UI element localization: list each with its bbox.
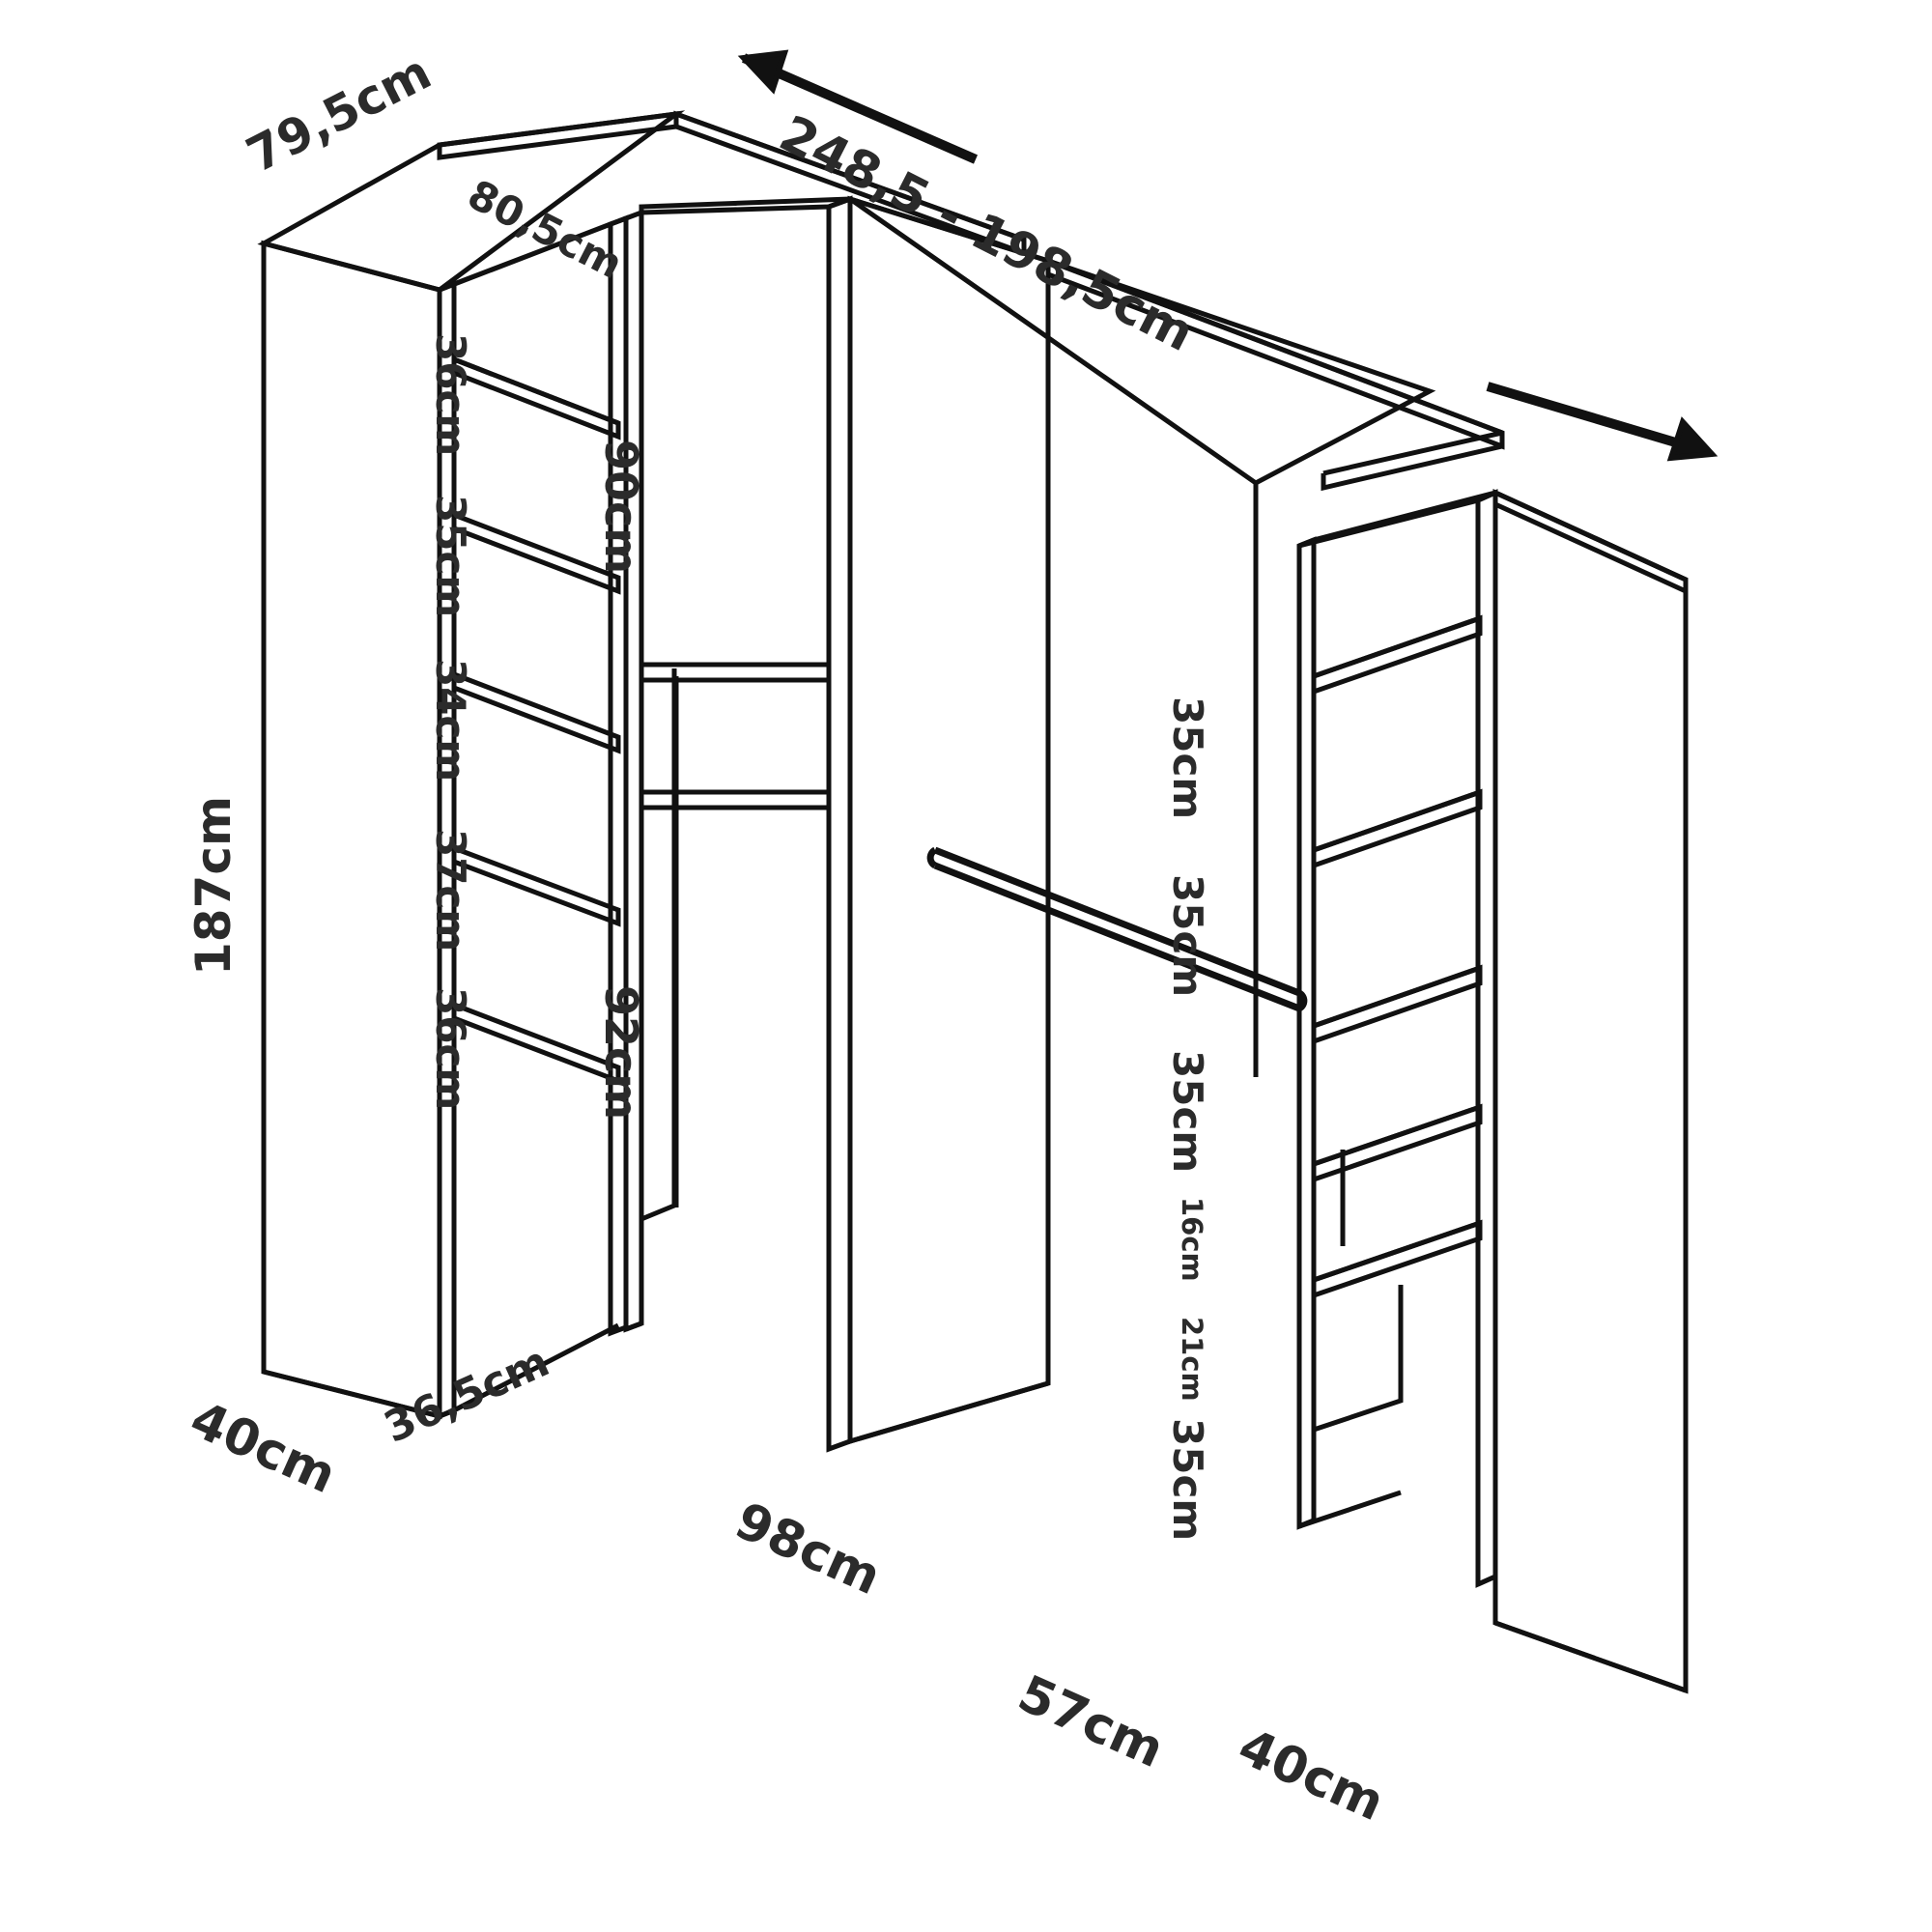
dim-label-left-shelf-5: 36cm: [427, 987, 474, 1111]
right-shelf-column: [1296, 489, 1498, 1588]
dim-label-right-shelf-4: 16cm: [1176, 1197, 1208, 1282]
dim-label-right-shelf-3: 35cm: [1164, 1050, 1211, 1174]
dim-label-height-187: 187cm: [185, 795, 242, 976]
dim-label-left-shelf-2: 35cm: [427, 495, 474, 618]
dim-label-left-shelf-3: 34cm: [427, 659, 474, 782]
expansion-arrow-left: [737, 49, 979, 164]
dim-label-center-upper-90: 90cm: [595, 440, 647, 575]
dim-label-left-shelf-1: 36cm: [427, 333, 474, 457]
dim-label-left-shelf-4: 37cm: [427, 829, 474, 952]
hanging-rail: [926, 846, 1308, 1012]
base-edges: [263, 1321, 1687, 1693]
left-cabinet-top-board: [437, 111, 679, 160]
left-inner-bay: [623, 110, 1027, 1453]
dim-label-right-shelf-1: 35cm: [1164, 696, 1211, 820]
upper-span-board: [1045, 257, 1505, 492]
dim-label-right-shelf-5: 21cm: [1176, 1317, 1208, 1402]
right-lower-panel: [1298, 1490, 1402, 1529]
expansion-arrow-right: [1486, 382, 1719, 462]
dim-label-right-shelf-2: 35cm: [1164, 874, 1211, 998]
dim-label-right-shelf-6: 35cm: [1164, 1418, 1211, 1542]
dim-label-center-lower-92: 92cm: [595, 985, 647, 1121]
right-cabinet-outer-panel: [1492, 489, 1689, 1694]
